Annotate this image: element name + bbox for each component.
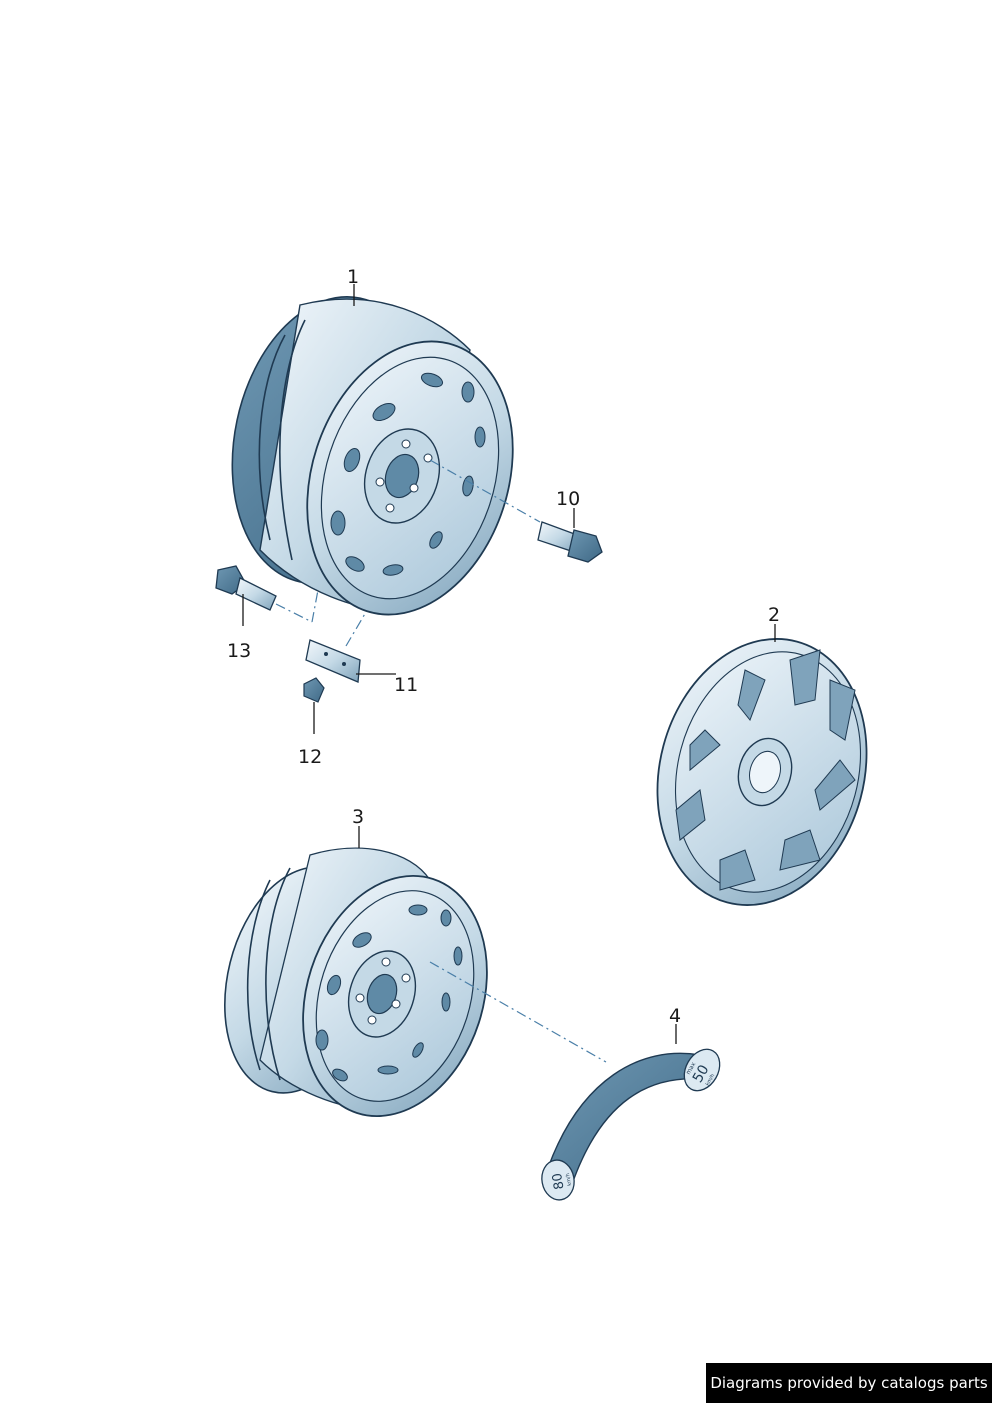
callout-4: 4 <box>669 1005 682 1027</box>
valve-top-unit: km/h <box>705 1073 717 1087</box>
steel-wheel-3[interactable] <box>202 847 516 1140</box>
callout-13: 13 <box>227 640 252 662</box>
footer-text: Diagrams provided by catalogs parts <box>710 1374 988 1392</box>
callout-10: 10 <box>556 488 581 510</box>
balance-weight-11[interactable] <box>305 639 361 683</box>
wheel-bolt-10[interactable] <box>537 521 603 563</box>
wheel-bolt-13[interactable] <box>215 565 277 611</box>
callout-3: 3 <box>352 806 365 828</box>
valve-bottom-unit: km/h <box>565 1173 573 1186</box>
callout-2: 2 <box>768 604 781 626</box>
hubcap-2[interactable] <box>629 615 896 929</box>
assembly-lines <box>275 459 607 1063</box>
valve-bottom-big: 80 <box>550 1172 568 1191</box>
callout-12: 12 <box>298 746 323 768</box>
callout-1: 1 <box>347 266 360 288</box>
steel-wheel-1[interactable] <box>207 278 547 641</box>
footer-credit: Diagrams provided by catalogs parts <box>706 1363 992 1403</box>
callout-11: 11 <box>394 674 419 696</box>
speed-label-4[interactable]: max 50 km/h 80 km/h <box>539 1043 727 1203</box>
leader-lines <box>242 284 776 1044</box>
valve-top-big: 50 <box>690 1062 713 1085</box>
clip-12[interactable] <box>303 677 325 703</box>
